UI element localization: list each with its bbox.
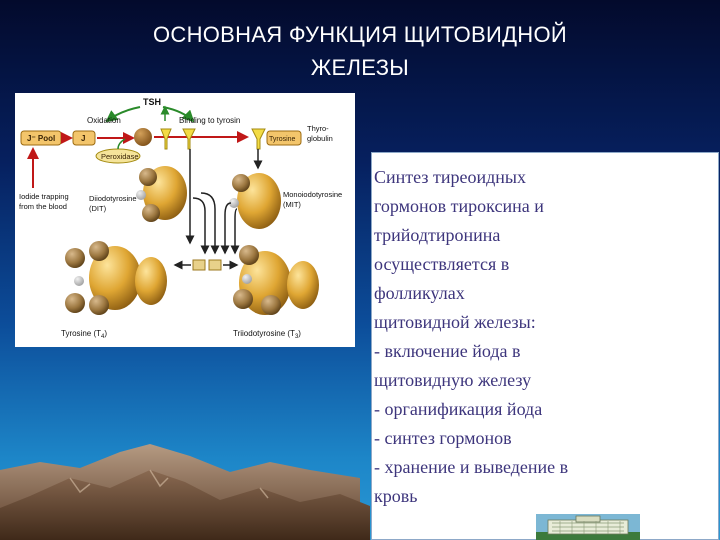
t4-iodine-ball	[65, 293, 85, 313]
dit-small-ball	[136, 190, 146, 200]
dit-iodine-ball	[139, 168, 157, 186]
thyroglobulin-label-1: Thyro-	[307, 124, 329, 133]
text-line: - включение йода в	[374, 341, 521, 361]
mountain-range-front	[0, 470, 370, 540]
oxidized-iodine-ball	[134, 128, 152, 146]
tsh-arrow-left	[105, 106, 141, 123]
j-box	[72, 130, 96, 146]
body-text: Синтез тиреоидных гормонов тироксина и т…	[372, 163, 568, 511]
text-line: - синтез гормонов	[374, 428, 512, 448]
thyroglobulin-block	[192, 259, 206, 271]
paragraph-intro: Синтез тиреоидных гормонов тироксина и т…	[372, 163, 568, 337]
coupling-arrow	[200, 192, 220, 255]
slide-title: ОСНОВНАЯ ФУНКЦИЯ ЩИТОВИДНОЙ ЖЕЛЕЗЫ	[60, 18, 660, 84]
tsh-label: TSH	[143, 97, 161, 107]
text-line: Синтез тиреоидных	[374, 167, 526, 187]
mit-small-ball	[229, 198, 239, 208]
t4-iodine-ball	[89, 295, 109, 315]
text-line: кровь	[374, 486, 418, 506]
mit-label-2: (MIT)	[283, 200, 301, 209]
dit-iodine-ball	[142, 204, 160, 222]
text-panel: Синтез тиреоидных гормонов тироксина и т…	[371, 152, 719, 540]
tyrosine-label: Tyrosine	[269, 136, 296, 143]
coupling-arrow	[220, 202, 232, 255]
paragraph-bullet: - органификация йода	[372, 395, 568, 424]
iodide-label-1: Iodide trapping	[19, 192, 69, 201]
paragraph-bullet: - хранение и выведение в кровь	[372, 453, 568, 511]
t3-iodine-ball	[239, 245, 259, 265]
coupling-arrow	[230, 208, 240, 255]
text-line: щитовидной железы:	[374, 312, 536, 332]
text-line: фолликулах	[374, 283, 465, 303]
paragraph-bullet: - включение йода в щитовидную железу	[372, 337, 568, 395]
t3-small-ball	[242, 274, 252, 284]
mit-label-1: Monoiodotyrosine	[283, 190, 342, 199]
t4-label: Tyrosine (T4)	[61, 329, 107, 340]
text-line: осуществляется в	[374, 254, 510, 274]
funnel-icon	[160, 128, 172, 150]
t3-iodine-ball	[261, 295, 281, 315]
paragraph-bullet: - синтез гормонов	[372, 424, 568, 453]
t3-iodine-ball	[233, 289, 253, 309]
text-line: - органификация йода	[374, 399, 543, 419]
text-line: щитовидную железу	[374, 370, 532, 390]
mountain-highlights	[69, 469, 269, 499]
t4-ring-ball	[135, 257, 167, 305]
thyroglobulin-block	[208, 259, 222, 271]
funnel-icon	[251, 128, 266, 150]
text-line: трийодтиронина	[374, 225, 501, 245]
dit-label-1: Diiodotyrosine	[89, 194, 137, 203]
oxidation-label: Oxidation	[87, 116, 121, 125]
j-pool-label: J⁻ Pool	[27, 134, 55, 143]
binding-label: Binding to tyrosin	[179, 116, 240, 125]
title-line-1: ОСНОВНАЯ ФУНКЦИЯ ЩИТОВИДНОЙ	[152, 22, 568, 47]
building-image	[536, 514, 640, 540]
t4-iodine-ball	[65, 248, 85, 268]
peroxidase-label: Peroxidase	[101, 152, 139, 161]
peroxidase-arrow	[117, 138, 126, 150]
t4-ring-ball	[89, 246, 141, 310]
thyroid-hormone-synthesis-diagram: TSH Oxidation Binding to tyrosin J⁻ Pool…	[15, 93, 355, 347]
thyroglobulin-label-2: globulin	[307, 134, 333, 143]
dit-label-2: (DIT)	[89, 204, 107, 213]
t4-small-ball	[74, 276, 84, 286]
coupling-arrow	[192, 197, 210, 255]
title-line-2: ЖЕЛЕЗЫ	[310, 55, 410, 80]
tyrosine-box	[266, 130, 302, 146]
j-label: J	[81, 134, 85, 143]
text-line: гормонов тироксина и	[374, 196, 544, 216]
text-line: - хранение и выведение в	[374, 457, 569, 477]
mit-iodine-ball	[232, 174, 250, 192]
t3-ring-ball	[287, 261, 319, 309]
iodide-label-2: from the blood	[19, 202, 67, 211]
t3-label: Triiodotyrosine (T3)	[233, 329, 301, 340]
t4-iodine-ball	[89, 241, 109, 261]
